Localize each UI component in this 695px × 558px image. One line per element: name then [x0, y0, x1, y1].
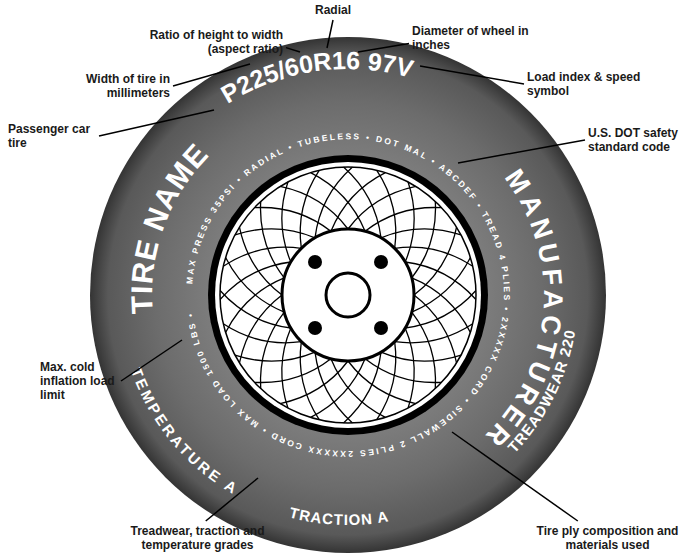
- leader-line: [173, 64, 250, 86]
- lattice-spoke: [282, 328, 291, 408]
- lattice-spoke: [282, 182, 291, 262]
- wheel-ring: [220, 167, 476, 423]
- wheel-hub: [282, 229, 414, 361]
- leader-line: [206, 478, 258, 521]
- lug-nut: [374, 321, 388, 335]
- leader-line: [358, 44, 409, 52]
- lattice-spoke: [405, 291, 476, 328]
- callout-label: Width of tire in millimeters: [52, 72, 170, 100]
- callout-label: Treadwear, traction and temperature grad…: [115, 524, 280, 552]
- leader-line: [327, 20, 333, 48]
- sidewall-texts: P225/60R16 97VTIRE NAMEMANUFACTURERMAX P…: [125, 46, 578, 528]
- leader-line: [121, 340, 182, 381]
- sidewall-marking: TRACTION A: [288, 504, 390, 528]
- rim-edge: [208, 155, 488, 435]
- sidewall-code-ring: MAX PRESS 35PSI • RADIAL • TUBELESS • DO…: [184, 131, 512, 459]
- lattice-spoke: [381, 352, 461, 361]
- lattice-spoke: [239, 295, 282, 363]
- tire-body: [90, 37, 606, 553]
- leader-line: [458, 140, 585, 163]
- lug-nut: [308, 255, 322, 269]
- leader-line: [452, 432, 578, 521]
- callout-label: Diameter of wheel in inches: [412, 24, 532, 52]
- center-bore: [326, 273, 370, 317]
- lattice-spoke: [260, 312, 284, 389]
- lattice-spoke: [220, 262, 291, 299]
- callout-label: Radial: [303, 3, 363, 17]
- callout-label: U.S. DOT safety standard code: [588, 126, 692, 154]
- wheel-lattice: [220, 167, 476, 423]
- lug-nut: [374, 255, 388, 269]
- lattice-spoke: [239, 227, 282, 295]
- lattice-spoke: [405, 328, 414, 408]
- lattice-spoke: [412, 201, 436, 278]
- callout-label: Passenger car tire: [8, 122, 96, 150]
- leader-line: [420, 66, 524, 84]
- callout-label: Ratio of height to width (aspect ratio): [118, 28, 283, 56]
- sidewall-marking: TEMPERATURE A: [128, 365, 242, 498]
- lattice-spoke: [254, 207, 331, 231]
- sidewall-marking: TREADWEAR 220: [504, 328, 578, 456]
- lug-nut: [308, 321, 322, 335]
- lattice-spoke: [331, 173, 386, 232]
- callout-label: Tire ply composition and materials used: [525, 524, 690, 552]
- lattice-spoke: [414, 295, 457, 363]
- lattice-spoke: [315, 167, 352, 238]
- lattice-spoke: [280, 186, 348, 229]
- lattice-spoke: [235, 229, 315, 238]
- lattice-spoke: [348, 361, 416, 404]
- lattice-spoke: [348, 186, 416, 229]
- lattice-spoke: [381, 229, 461, 238]
- lattice-spoke: [280, 361, 348, 404]
- lattice-spoke: [414, 227, 457, 295]
- lattice-spoke: [405, 182, 414, 262]
- leader-line: [286, 48, 300, 52]
- lattice-spoke: [365, 359, 442, 383]
- leader-line: [99, 110, 214, 136]
- lattice-spoke: [235, 352, 315, 361]
- lattice-spoke: [315, 352, 352, 423]
- callout-label: Load index & speed symbol: [527, 70, 642, 98]
- sidewall-marking: MANUFACTURER: [477, 164, 568, 456]
- wheel-disc: [215, 162, 481, 428]
- callout-label: Max. cold inflation load limit: [40, 360, 118, 402]
